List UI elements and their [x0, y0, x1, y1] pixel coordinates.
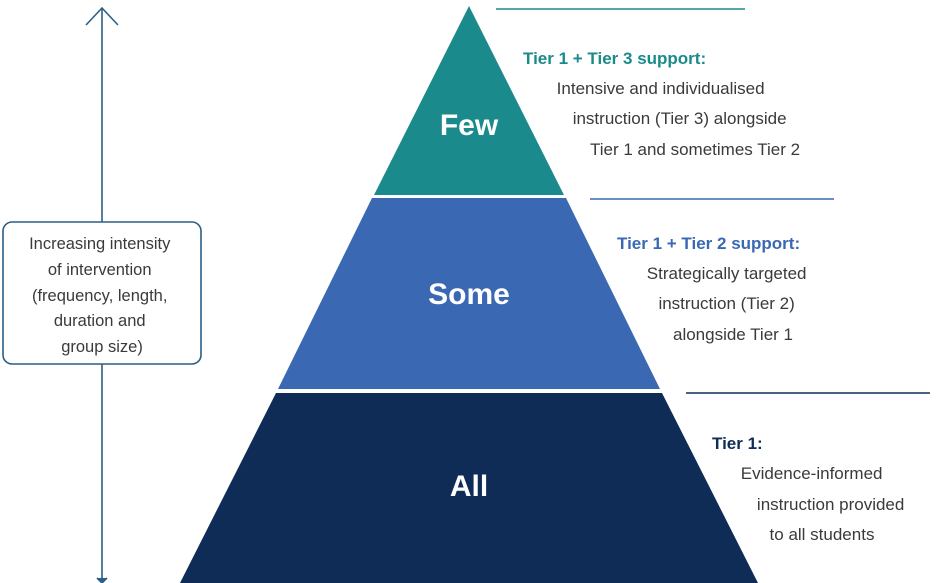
svg-text:Increasing intensity of: Increasing intensity of intervention (fr… — [29, 235, 175, 356]
tier-label-few: Few — [440, 109, 499, 142]
tier-description-line: instruction (Tier 2) — [658, 294, 794, 313]
axis-label-line: group size) — [61, 338, 143, 356]
svg-text:Intensive and individualised: Intensive and individualised instruction… — [557, 79, 800, 159]
axis-label-line: (frequency, length, — [32, 287, 167, 305]
tier-description-few: Tier 1 + Tier 3 support: Intensive and i… — [496, 8, 800, 159]
tier-description-line: Evidence-informed — [741, 464, 883, 483]
tier-heading-some: Tier 1 + Tier 2 support: — [617, 234, 800, 253]
tier-description-line: Strategically targeted — [647, 264, 807, 283]
tier-label-some: Some — [428, 278, 510, 311]
intensity-axis: Increasing intensity of intervention (fr… — [2, 6, 202, 583]
tier-description-some: Tier 1 + Tier 2 support: Strategically t… — [590, 198, 834, 344]
tier-heading-all: Tier 1: — [712, 434, 763, 453]
pyramid: Few Some All — [180, 6, 758, 583]
svg-text:Evidence-informed instru: Evidence-informed instruction provided t… — [741, 464, 909, 544]
axis-arrow-down-icon — [96, 577, 108, 583]
tier-description-line: Tier 1 and sometimes Tier 2 — [590, 140, 800, 159]
tier-label-all: All — [450, 470, 488, 503]
tier-description-line: to all students — [770, 525, 875, 544]
axis-arrow-up-icon — [85, 6, 119, 26]
tier-description-line: Intensive and individualised — [557, 79, 765, 98]
svg-text:Strategically targeted i: Strategically targeted instruction (Tier… — [647, 264, 811, 344]
tier-description-line: instruction (Tier 3) alongside — [573, 109, 787, 128]
tier-description-line: alongside Tier 1 — [673, 325, 793, 344]
axis-label-line: duration and — [54, 312, 146, 330]
axis-label-line: Increasing intensity — [29, 235, 171, 253]
pyramid-tier-some — [278, 198, 660, 389]
pyramid-tier-all — [180, 393, 758, 583]
tier-description-all: Tier 1: Evidence-informed instruction pr… — [686, 392, 930, 544]
tier-description-line: instruction provided — [757, 495, 904, 514]
axis-label-box — [2, 221, 202, 365]
tier-heading-few: Tier 1 + Tier 3 support: — [523, 49, 706, 68]
pyramid-tier-few — [374, 6, 564, 195]
axis-label-line: of intervention — [48, 261, 152, 279]
